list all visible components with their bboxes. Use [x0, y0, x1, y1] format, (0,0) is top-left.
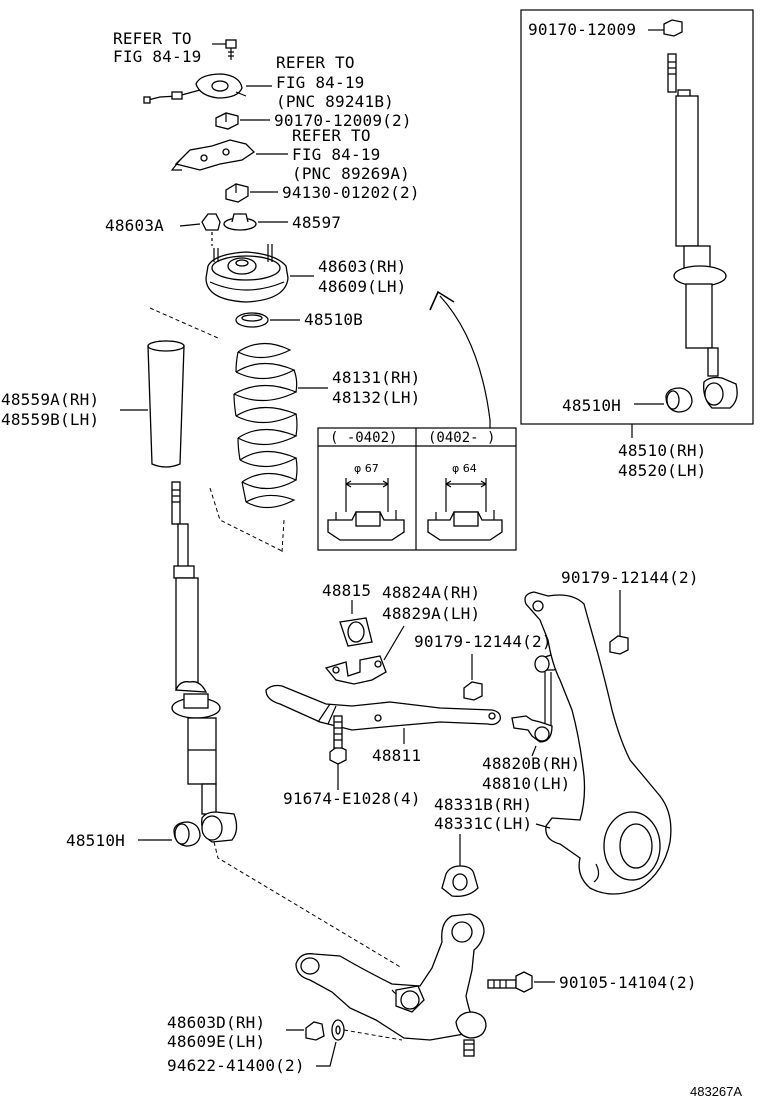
- label-48820B-rh: 48820B(RH): [482, 754, 580, 773]
- label-48132-lh: 48132(LH): [332, 388, 421, 407]
- upper-support: [205, 244, 289, 303]
- label-48520-lh: 48520(LH): [618, 461, 707, 480]
- label-90105: 90105-14104(2): [559, 973, 697, 992]
- label-90170-left: 90170-12009(2): [274, 111, 412, 130]
- lower-arm: [295, 913, 487, 1057]
- shock-assembly-box: 90170-12009 48510H: [520, 9, 754, 425]
- label-90179-right: 90179-12144(2): [561, 568, 699, 587]
- label-48603D-rh: 48603D(RH): [167, 1013, 265, 1032]
- label-48510H-box: 48510H: [562, 396, 621, 415]
- label-94130: 94130-01202(2): [282, 183, 420, 202]
- bolt-top: [225, 39, 237, 60]
- refer-label-1b: FIG 84-19: [113, 47, 202, 66]
- refer-label-2a: REFER TO: [276, 53, 355, 72]
- label-48603A: 48603A: [105, 216, 164, 235]
- label-48609E-lh: 48609E(LH): [167, 1032, 265, 1051]
- bound-stopper: [441, 858, 479, 897]
- steering-knuckle: [524, 591, 672, 895]
- bushing-48510H-left: [173, 821, 201, 847]
- label-48603-rh: 48603(RH): [318, 257, 407, 276]
- label-48824A-rh: 48824A(RH): [382, 583, 480, 602]
- insulator-48510B: [235, 312, 269, 328]
- label-90170-box: 90170-12009: [528, 20, 636, 39]
- washer-94622: [331, 1019, 345, 1041]
- inset-date-left: ( -0402): [330, 430, 397, 446]
- stabilizer-bushing: [339, 617, 373, 647]
- washer-48597: [223, 213, 257, 231]
- label-48810-lh: 48810(LH): [482, 774, 571, 793]
- height-sensor: [143, 73, 247, 104]
- dust-boot: [147, 340, 185, 468]
- inset-diameter-left: φ 67: [354, 462, 379, 475]
- label-48597: 48597: [292, 213, 341, 232]
- label-48829A-lh: 48829A(LH): [382, 604, 480, 623]
- shock-absorber: [171, 481, 238, 843]
- inset-date-right: (0402- ): [428, 430, 495, 446]
- stabilizer-bar: [265, 684, 501, 731]
- refer-label-3b: FIG 84-19: [292, 145, 381, 164]
- nut-48603D: [305, 1021, 325, 1041]
- label-48559B-lh: 48559B(LH): [1, 410, 99, 429]
- nut-90179-right: [609, 635, 629, 655]
- inset-diameter-right: φ 64: [452, 462, 477, 475]
- refer-label-1a: REFER TO: [113, 29, 192, 48]
- label-48559A-rh: 48559A(RH): [1, 390, 99, 409]
- label-48510-rh: 48510(RH): [618, 441, 707, 460]
- label-48510B: 48510B: [304, 310, 363, 329]
- bolt-90105: [487, 971, 533, 993]
- label-48131-rh: 48131(RH): [332, 368, 421, 387]
- label-91674: 91674-E1028(4): [283, 789, 421, 808]
- label-48811: 48811: [372, 746, 421, 765]
- nut-90179-mid: [463, 681, 483, 701]
- coil-spring: [233, 342, 298, 509]
- label-90179-mid: 90179-12144(2): [414, 632, 552, 651]
- label-48609-lh: 48609(LH): [318, 277, 407, 296]
- label-48331C-lh: 48331C(LH): [434, 814, 532, 833]
- refer-label-2b: FIG 84-19: [276, 73, 365, 92]
- spring-seat-inset: ( -0402) (0402- ) φ 67 φ 64: [317, 427, 517, 551]
- refer-label-3a: REFER TO: [292, 126, 371, 145]
- label-48815: 48815: [322, 581, 371, 600]
- refer-label-2c: (PNC 89241B): [276, 92, 394, 111]
- bolt-91674: [329, 715, 347, 765]
- figure-code: 483267A: [690, 1084, 742, 1099]
- sensor-bracket: [170, 139, 256, 171]
- refer-label-3c: (PNC 89269A): [292, 164, 410, 183]
- nut-upper: [215, 112, 239, 130]
- label-48331B-rh: 48331B(RH): [434, 795, 532, 814]
- bushing-48603A: [201, 213, 221, 246]
- label-48510H-left: 48510H: [66, 831, 125, 850]
- label-94622: 94622-41400(2): [167, 1056, 305, 1075]
- nut-94130: [225, 183, 249, 203]
- stabilizer-bracket: [324, 655, 387, 685]
